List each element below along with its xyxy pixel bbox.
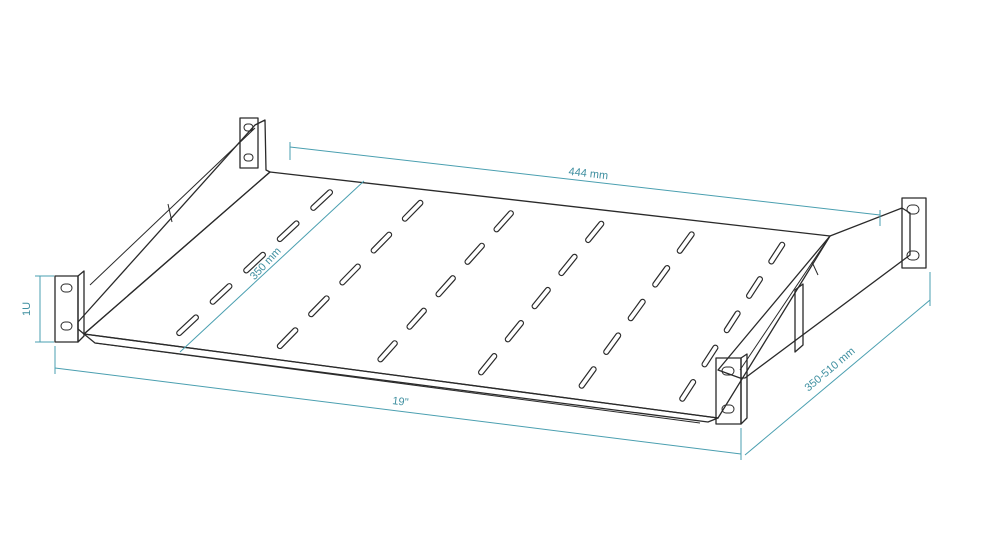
vent-slot [676, 231, 695, 254]
vent-slot [176, 314, 199, 337]
vent-slot [339, 263, 361, 286]
vent-slot [652, 265, 671, 288]
vent-slot [768, 241, 786, 265]
dimension-1u: 1U [21, 275, 54, 343]
left-side-wall [77, 119, 271, 335]
left-rack-ear [54, 270, 85, 343]
vent-slot [276, 327, 299, 350]
vent-slot [723, 310, 741, 334]
vent-slot [435, 275, 456, 298]
vent-slot [276, 220, 300, 243]
vent-slot [585, 220, 605, 244]
ventilation-slots [176, 189, 786, 402]
vent-slot [310, 189, 334, 211]
dimension-label-350-510mm: 350-510 mm [803, 345, 858, 394]
vent-slot [679, 378, 697, 402]
vent-slot [377, 340, 398, 363]
vent-slot [504, 320, 525, 343]
vent-slot [243, 251, 266, 274]
dimension-label-1u: 1U [21, 302, 33, 316]
vent-slot [701, 344, 719, 368]
dimension-label-444mm: 444 mm [568, 166, 609, 182]
vent-slot [627, 298, 646, 322]
vent-slot [578, 366, 597, 389]
dimension-19inch: 19" [54, 346, 742, 460]
rear-left-ear [239, 117, 259, 169]
dimension-350mm: 350 mm [179, 180, 365, 353]
dimension-350-510mm: 350-510 mm [744, 272, 931, 456]
vent-slot [746, 276, 763, 299]
vent-slot [478, 353, 498, 376]
vent-slot [209, 283, 233, 305]
dimension-label-19inch: 19" [392, 395, 410, 409]
right-side-wall [717, 207, 911, 379]
vent-slot [401, 199, 424, 222]
vent-slot [531, 286, 551, 310]
vent-slot [370, 231, 393, 254]
vent-slot [308, 295, 330, 318]
dimension-444mm: 444 mm [289, 142, 881, 226]
rear-right-ear [901, 197, 927, 269]
vent-slot [493, 210, 514, 233]
vent-slot [558, 253, 578, 277]
vent-slot [406, 307, 427, 330]
vent-slot [603, 332, 622, 355]
right-rack-ear [715, 353, 748, 425]
vent-slot [464, 242, 485, 265]
